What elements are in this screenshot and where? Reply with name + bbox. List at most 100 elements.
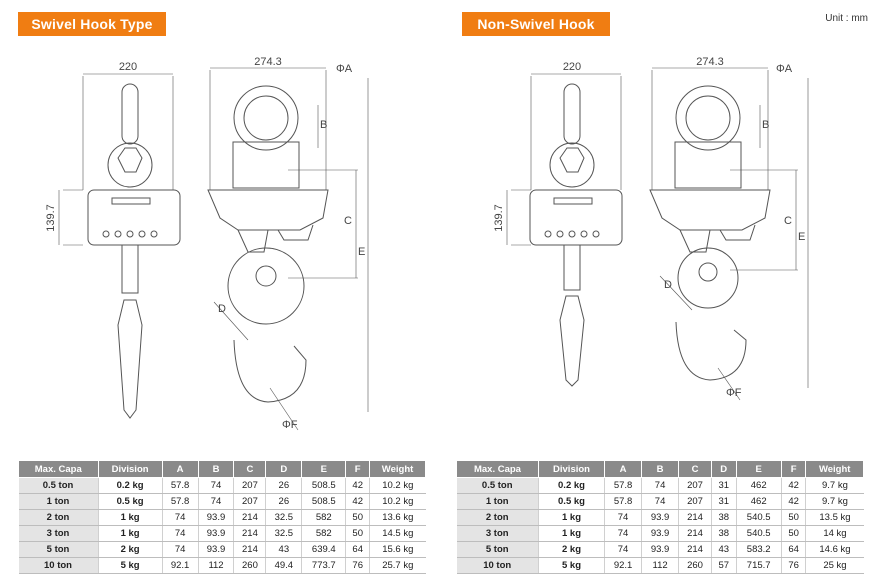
- table-cell: 214: [233, 525, 266, 542]
- column-header: Max. Capa: [456, 460, 539, 478]
- table-cell: 64: [345, 541, 370, 558]
- table-cell: 49.4: [265, 557, 302, 574]
- column-header: C: [678, 460, 712, 478]
- table-cell: 207: [233, 477, 266, 494]
- table-cell: 74: [604, 525, 642, 542]
- table-cell: 25 kg: [805, 557, 864, 574]
- table-cell: 112: [641, 557, 679, 574]
- table-cell: 93.9: [197, 509, 234, 526]
- table-cell: 38: [710, 525, 737, 542]
- table-cell: 74: [641, 493, 679, 510]
- table-cell: 0.5 kg: [537, 493, 605, 510]
- table-cell: 31: [710, 477, 737, 494]
- unit-label: Unit : mm: [825, 13, 868, 24]
- non-swivel-dim-a: ΦA: [776, 63, 793, 75]
- non-swivel-dim-c: C: [784, 215, 792, 227]
- capacity-cell: 0.5 ton: [18, 477, 98, 494]
- capacity-cell: 1 ton: [456, 493, 539, 510]
- column-header: D: [265, 460, 303, 478]
- table-cell: 582: [301, 509, 346, 526]
- table-cell: 5 kg: [97, 557, 163, 574]
- table-cell: 462: [735, 477, 782, 494]
- table-cell: 93.9: [641, 525, 679, 542]
- table-cell: 0.2 kg: [97, 477, 163, 494]
- table-cell: 214: [678, 541, 712, 558]
- table-cell: 50: [780, 525, 806, 542]
- capacity-cell: 0.5 ton: [456, 477, 539, 494]
- table-cell: 13.5 kg: [805, 509, 864, 526]
- table-cell: 214: [233, 541, 266, 558]
- table-cell: 76: [780, 557, 806, 574]
- table-cell: 260: [233, 557, 266, 574]
- column-header: C: [233, 460, 267, 478]
- table-cell: 92.1: [604, 557, 642, 574]
- column-header: Division: [537, 460, 606, 478]
- swivel-dim-220: 220: [119, 61, 137, 73]
- table-cell: 214: [678, 525, 712, 542]
- table-cell: 25.7 kg: [369, 557, 426, 574]
- table-cell: 0.2 kg: [537, 477, 605, 494]
- table-cell: 639.4: [301, 541, 346, 558]
- table-cell: 50: [780, 509, 806, 526]
- table-cell: 9.7 kg: [805, 477, 864, 494]
- table-cell: 74: [197, 477, 234, 494]
- table-cell: 57.8: [161, 493, 199, 510]
- swivel-dim-2743: 274.3: [254, 56, 282, 68]
- table-cell: 93.9: [197, 525, 234, 542]
- table-cell: 5 kg: [537, 557, 605, 574]
- table-cell: 508.5: [301, 477, 346, 494]
- capacity-cell: 2 ton: [18, 509, 98, 526]
- table-cell: 1 kg: [537, 509, 605, 526]
- column-header: B: [197, 460, 235, 478]
- table-cell: 42: [345, 493, 370, 510]
- swivel-dim-1397: 139.7: [45, 204, 57, 232]
- table-cell: 26: [265, 493, 302, 510]
- table-cell: 582: [301, 525, 346, 542]
- column-header: Weight: [369, 460, 426, 478]
- non-swivel-title: Non-Swivel Hook Type: [462, 12, 610, 56]
- swivel-diagram: 220 274.3 139.7 ΦA B C D E ΦF: [38, 40, 378, 440]
- swivel-dim-c: C: [344, 215, 352, 227]
- table-cell: 540.5: [735, 509, 782, 526]
- table-cell: 74: [641, 477, 679, 494]
- non-swivel-dim-f: ΦF: [726, 387, 742, 399]
- table-cell: 42: [345, 477, 370, 494]
- table-cell: 74: [161, 525, 199, 542]
- capacity-cell: 10 ton: [456, 557, 539, 574]
- table-cell: 214: [678, 509, 712, 526]
- swivel-drawing: 220 274.3 139.7 ΦA B C D E ΦF: [45, 56, 369, 431]
- table-cell: 207: [678, 477, 712, 494]
- capacity-cell: 3 ton: [456, 525, 539, 542]
- non-swivel-dim-d: D: [664, 279, 672, 291]
- table-cell: 508.5: [301, 493, 346, 510]
- table-cell: 64: [780, 541, 806, 558]
- table-cell: 31: [710, 493, 737, 510]
- table-cell: 2 kg: [97, 541, 163, 558]
- table-cell: 583.2: [735, 541, 782, 558]
- table-cell: 207: [233, 493, 266, 510]
- non-swivel-drawing: 220 274.3 139.7 ΦA B C D E ΦF: [493, 56, 809, 401]
- table-cell: 112: [197, 557, 234, 574]
- capacity-cell: 5 ton: [18, 541, 98, 558]
- table-cell: 1 kg: [537, 525, 605, 542]
- table-cell: 76: [345, 557, 370, 574]
- swivel-dim-e: E: [358, 246, 365, 258]
- table-cell: 14.5 kg: [369, 525, 426, 542]
- table-cell: 2 kg: [537, 541, 605, 558]
- column-header: F: [780, 460, 807, 478]
- table-cell: 260: [678, 557, 712, 574]
- column-header: A: [604, 460, 643, 478]
